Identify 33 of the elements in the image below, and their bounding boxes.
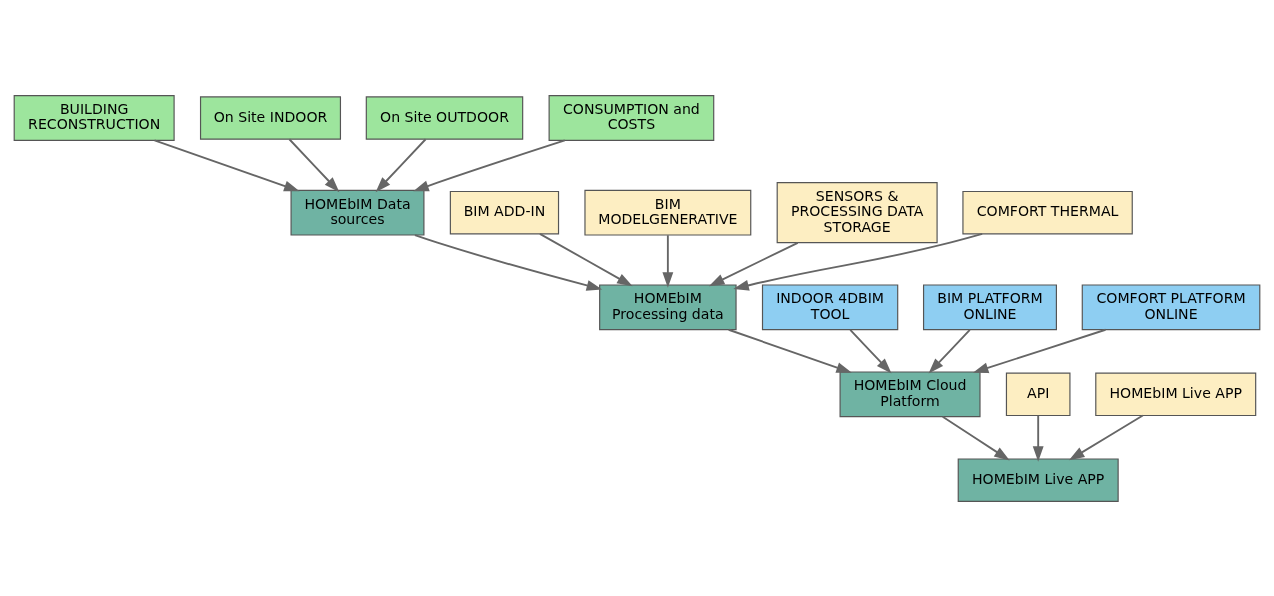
arrow bbox=[1068, 414, 1144, 460]
node-box: On Site INDOOR bbox=[199, 95, 342, 140]
arrow bbox=[662, 233, 674, 288]
arrow bbox=[972, 328, 1107, 373]
node-box: BIM ADD-IN bbox=[449, 190, 560, 234]
node-box: API bbox=[1005, 372, 1071, 416]
node-box: HOMEbIM Live APP bbox=[1095, 372, 1257, 416]
arrow bbox=[708, 241, 799, 286]
arrow bbox=[727, 328, 852, 373]
arrow bbox=[928, 328, 971, 374]
arrow bbox=[849, 328, 892, 374]
node-box: COMFORT PLATFORM ONLINE bbox=[1081, 283, 1261, 330]
arrow bbox=[538, 232, 633, 286]
node-box: HOMEbIM Cloud Platform bbox=[839, 370, 981, 417]
arrow bbox=[1032, 414, 1044, 462]
node-box: HOMEbIM Live APP bbox=[957, 457, 1119, 502]
arrow bbox=[414, 233, 603, 291]
arrow bbox=[375, 137, 427, 192]
arrow bbox=[941, 415, 1010, 460]
node-box: BIM MODELGENERATIVE bbox=[584, 189, 752, 236]
node-box: On Site OUTDOOR bbox=[365, 95, 524, 140]
arrow bbox=[153, 138, 300, 191]
arrow bbox=[733, 232, 984, 291]
node-box: BIM PLATFORM ONLINE bbox=[922, 283, 1057, 330]
arrow bbox=[288, 137, 340, 192]
node-box: INDOOR 4DBIM TOOL bbox=[761, 283, 899, 330]
node-box: SENSORS & PROCESSING DATA STORAGE bbox=[776, 181, 938, 243]
node-box: COMFORT THERMAL bbox=[962, 190, 1133, 234]
node-box: CONSUMPTION and COSTS bbox=[548, 94, 715, 141]
arrow bbox=[413, 139, 566, 191]
node-box: BUILDING RECONSTRUCTION bbox=[13, 94, 175, 141]
node-box: HOMEbIM Data sources bbox=[290, 189, 425, 236]
node-box: HOMEbIM Processing data bbox=[599, 283, 737, 330]
